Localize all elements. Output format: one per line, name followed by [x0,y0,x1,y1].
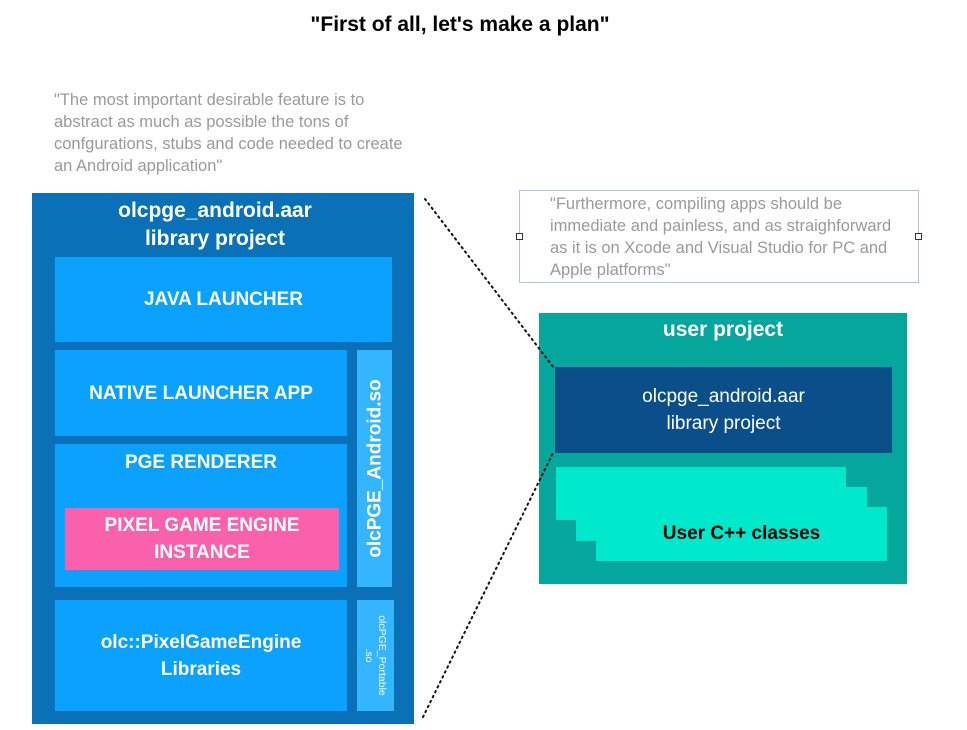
library-project-title: olcpge_android.aar library project [32,196,398,254]
native-launcher-module: NATIVE LAUNCHER APP [55,350,347,436]
portable-so-line2: .so [363,648,376,663]
user-library-module: olcpge_android.aar library project [555,367,892,453]
selection-handle-left[interactable] [516,233,523,240]
user-project-title: user project [662,318,784,341]
pge-instance-module: PIXEL GAME ENGINE INSTANCE [65,508,339,570]
android-so-module [357,350,392,587]
java-launcher-module: JAVA LAUNCHER [55,257,392,342]
quote-compiling: "Furthermore, compiling apps should be i… [550,195,892,279]
library-title-line1: olcpge_android.aar [118,199,312,222]
portable-so-module [357,600,394,711]
user-library-line1: olcpge_android.aar [642,386,805,407]
libraries-line2: Libraries [160,658,242,680]
portable-so-line1: olcPGE_Portable [376,615,389,696]
android-so-label: olcPGE_Android.so [364,379,385,558]
pge-libraries-module: olc::PixelGameEngine Libraries [55,600,347,711]
libraries-line1: olc::PixelGameEngine [100,631,302,653]
quote-compiling-box[interactable] [519,190,919,283]
user-library-line2: library project [666,413,781,434]
user-classes-card: User C++ classes [596,507,887,561]
connector-bottom [422,450,555,718]
pge-instance-line2: INSTANCE [154,542,250,563]
portable-so-label: olcPGE_Portable .so [357,600,394,711]
pge-instance-line1: PIXEL GAME ENGINE [104,515,300,536]
quote-abstraction: "The most important desirable feature is… [54,91,403,175]
selection-handle-right[interactable] [915,233,922,240]
library-title-line2: library project [144,227,286,250]
pge-renderer-label: PGE RENDERER [124,452,278,473]
diagram-title: "First of all, let's make a plan" [310,13,610,36]
